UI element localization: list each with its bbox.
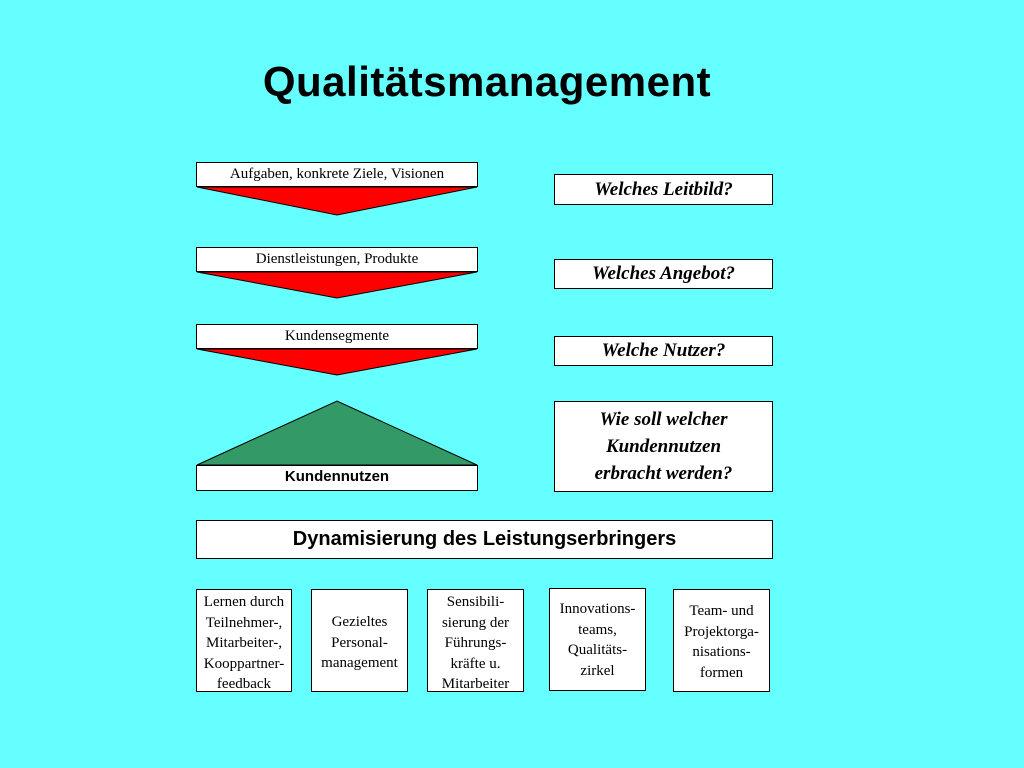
dynamisierung-box: Dynamisierung des Leistungserbringers: [196, 520, 773, 559]
question-angebot: Welches Angebot?: [554, 259, 773, 289]
measure-line: teams,: [578, 621, 617, 638]
measure-line: sierung der: [441, 614, 510, 631]
measure-line: Lernen durch: [203, 594, 285, 610]
measure-line: formen: [699, 664, 744, 681]
question-line: erbracht werden?: [594, 463, 733, 484]
measure-lernen: Lernen durch Teilnehmer-, Mitarbeiter-, …: [196, 589, 292, 692]
question-line: Welches Angebot?: [591, 263, 736, 284]
measure-line: Kooppartner-: [203, 655, 285, 672]
question-leitbild: Welches Leitbild?: [554, 174, 773, 205]
measure-line: Führungs-: [444, 635, 507, 651]
measure-line: Projektorga-: [684, 623, 759, 640]
measure-team: Team- und Projektorga- nisations- formen: [673, 589, 770, 692]
step-label-kundensegmente: Kundensegmente: [196, 324, 478, 349]
kundennutzen-label: Kundennutzen: [196, 465, 478, 491]
step-label-aufgaben: Aufgaben, konkrete Ziele, Visionen: [196, 162, 478, 187]
measure-line: kräfte u.: [450, 655, 501, 672]
measure-line: Qualitäts-: [567, 642, 628, 658]
measure-line: Teilnehmer-,: [205, 614, 283, 631]
measure-line: Mitarbeiter-,: [206, 635, 282, 651]
question-line: Welches Leitbild?: [594, 178, 733, 200]
page-title: Qualitätsmanagement: [262, 58, 712, 105]
measure-line: zirkel: [580, 662, 615, 679]
measure-line: nisations-: [692, 644, 751, 660]
measure-line: feedback: [216, 676, 272, 692]
measure-sensibilisierung: Sensibili- sierung der Führungs- kräfte …: [427, 589, 524, 692]
measure-line: Personal-: [331, 634, 388, 651]
question-line: Welche Nutzer?: [601, 340, 726, 361]
measure-line: Team- und: [689, 603, 754, 619]
red-down-arrow: [196, 186, 478, 216]
step-label-dienstleistungen: Dienstleistungen, Produkte: [196, 247, 478, 272]
measure-line: Sensibili-: [446, 594, 505, 610]
question-kundennutzen: Wie soll welcher Kundennutzen erbracht w…: [554, 401, 773, 492]
question-line: Wie soll welcher: [599, 409, 728, 430]
green-up-triangle: [196, 400, 478, 466]
measure-line: Innovations-: [559, 601, 636, 617]
measure-line: Gezieltes: [331, 614, 388, 630]
measure-line: Mitarbeiter: [441, 676, 510, 692]
red-down-arrow: [196, 348, 478, 376]
question-nutzer: Welche Nutzer?: [554, 336, 773, 366]
measure-personal: Gezieltes Personal- management: [311, 589, 408, 692]
red-down-arrow: [196, 271, 478, 299]
measure-line: management: [321, 655, 398, 671]
dynamisierung-label: Dynamisierung des Leistungserbringers: [292, 528, 677, 550]
question-line: Kundennutzen: [605, 436, 722, 457]
measure-innovation: Innovations- teams, Qualitäts- zirkel: [549, 588, 646, 691]
